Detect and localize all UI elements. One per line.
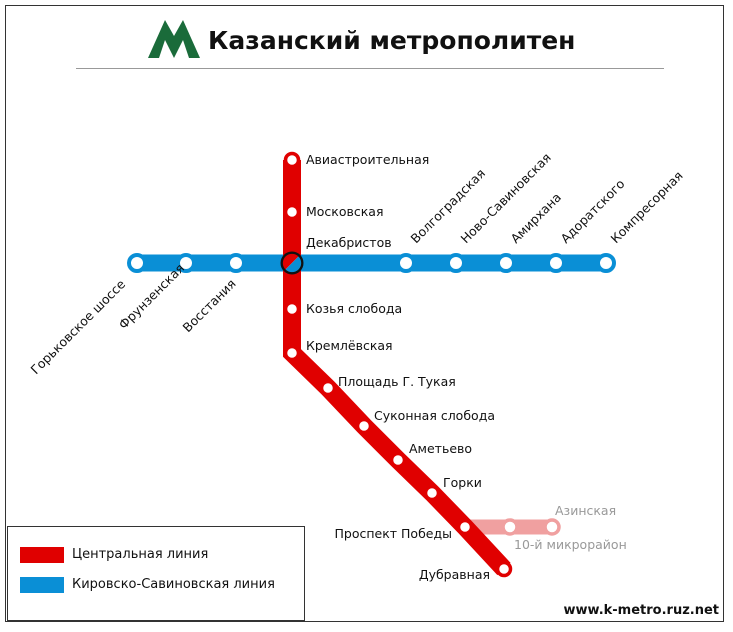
station-marker-central[interactable]: [283, 151, 301, 169]
station-label-central: Суконная слобода: [374, 408, 495, 423]
station-label-planned: Азинская: [555, 503, 616, 518]
station-marker-planned: [501, 518, 519, 536]
map-frame: [5, 5, 724, 622]
transfer-half-kirovsko: [285, 256, 302, 273]
legend-label-central: Центральная линия: [72, 547, 209, 562]
station-label-central: Проспект Победы: [335, 526, 452, 541]
station-marker-kirovsko[interactable]: [176, 253, 196, 273]
station-marker-kirovsko[interactable]: [446, 253, 466, 273]
transfer-half-central: [282, 253, 299, 270]
station-marker-kirovsko[interactable]: [396, 253, 416, 273]
station-label-kirovsko: Ново-Савиновская: [458, 150, 554, 246]
station-label-central: Авиастроительная: [306, 152, 429, 167]
station-label-central: Кремлёвская: [306, 338, 393, 353]
station-label-kirovsko: Горьковское шоссе: [28, 276, 129, 377]
legend-swatch-central: [20, 547, 64, 563]
station-marker-central[interactable]: [319, 379, 337, 397]
station-marker-central[interactable]: [355, 417, 373, 435]
station-marker-central[interactable]: [495, 560, 513, 578]
station-label-planned: 10-й микрорайон: [514, 537, 627, 552]
station-label-central: Козья слобода: [306, 301, 402, 316]
station-marker-kirovsko[interactable]: [596, 253, 616, 273]
legend: Центральная линия Кировско-Савиновская л…: [7, 526, 305, 621]
station-marker-kirovsko[interactable]: [226, 253, 246, 273]
station-marker-kirovsko[interactable]: [546, 253, 566, 273]
station-marker-central[interactable]: [283, 344, 301, 362]
legend-label-kirovsko: Кировско-Савиновская линия: [72, 577, 275, 592]
station-label-central: Декабристов: [306, 235, 392, 250]
station-label-central: Московская: [306, 204, 383, 219]
station-label-central: Дубравная: [419, 567, 490, 582]
title-divider: [76, 68, 664, 69]
station-label-central: Площадь Г. Тукая: [338, 374, 456, 389]
station-marker-central[interactable]: [283, 203, 301, 221]
station-marker-central[interactable]: [389, 451, 407, 469]
station-marker-kirovsko[interactable]: [496, 253, 516, 273]
station-marker-kirovsko[interactable]: [127, 253, 147, 273]
station-label-kirovsko: Восстания: [180, 276, 239, 335]
station-label-central: Горки: [443, 475, 482, 490]
site-url[interactable]: www.k-metro.ruz.net: [563, 603, 720, 618]
metro-m-logo-icon: [148, 20, 200, 58]
legend-swatch-kirovsko: [20, 577, 64, 593]
page-title: Казанский метрополитен: [208, 26, 576, 55]
station-marker-central[interactable]: [456, 518, 474, 536]
station-marker-planned: [543, 518, 561, 536]
station-marker-central[interactable]: [283, 300, 301, 318]
station-label-central: Аметьево: [409, 441, 472, 456]
station-marker-central[interactable]: [423, 484, 441, 502]
